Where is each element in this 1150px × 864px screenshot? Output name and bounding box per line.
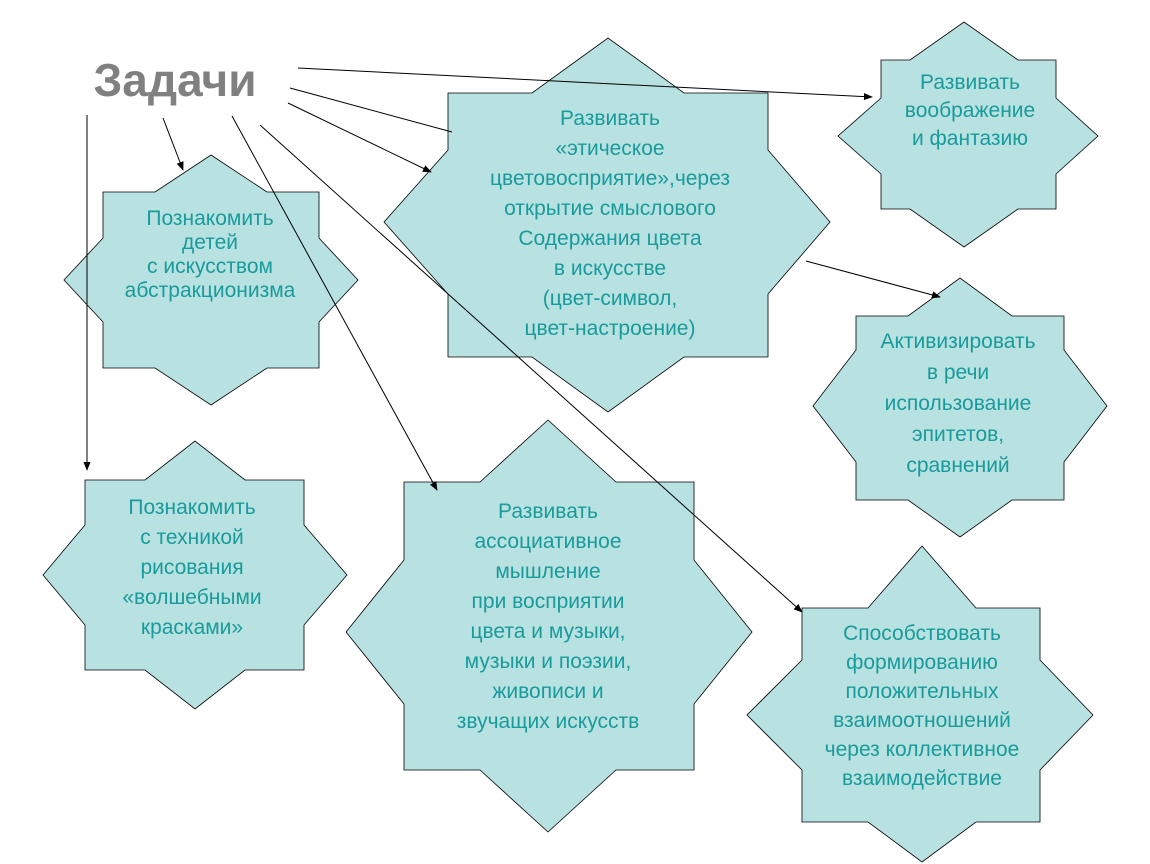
node-line: через коллективное [825,738,1020,761]
node-line: живописи и [492,680,603,703]
node-line: взаимодействие [842,767,1002,790]
arrow-to-associative-thinking [231,115,438,491]
node-line: мышление [495,560,600,583]
node-text-magic-paints: Познакомить с техникой рисования «волшебным… [122,496,261,639]
star-imagination [837,21,1099,248]
node-line: (цвет-символ, [543,287,677,310]
star-magic-paints [42,440,348,710]
node-line: детей [182,231,238,254]
arrow-to-imagination [297,67,873,101]
star-shape [345,419,753,833]
node-line: красками» [141,616,243,639]
star-associative-thinking [345,419,753,833]
node-line: «этическое [555,137,664,160]
node-line: воображение [905,99,1035,122]
node-line: эпитетов, [912,423,1004,446]
node-line: цветовосприятие»,через [490,167,730,190]
node-text-speech: Активизировать в речи использование эпитето… [880,330,1035,477]
star-shape [42,440,348,710]
star-shape [63,154,359,406]
node-line: «волшебными [122,586,261,609]
star-shape [383,37,831,413]
star-abstractionism [63,154,359,406]
node-line: Развивать [498,500,598,523]
node-line: Развивать [920,71,1020,94]
node-line: использование [885,392,1032,415]
node-line: открытие смыслового [504,197,716,220]
node-line: с техникой [140,526,244,549]
arrow-to-color-perception [287,102,432,173]
node-line: цвет-настроение) [525,317,696,340]
star-color-perception [383,37,831,413]
node-line: Способствовать [843,622,1001,645]
node-line: музыки и поэзии, [465,650,632,673]
node-line: Познакомить [146,207,273,230]
node-line: и фантазию [912,127,1028,150]
node-line: в искусстве [554,257,666,280]
arrows [83,67,941,613]
node-line: положительных [845,680,999,703]
node-line: Содержания цвета [518,227,702,250]
node-line: в речи [927,361,989,384]
node-text-imagination: Развивать воображение и фантазию [905,71,1035,150]
node-line: рисования [140,556,243,579]
node-line: Активизировать [880,330,1035,353]
node-line: цвета и музыки, [470,620,625,643]
star-speech [812,277,1108,538]
star-shape [812,277,1108,538]
node-line: Развивать [560,107,660,130]
node-text-relationships: Способствовать формированию положительных в… [825,622,1020,790]
diagram-title: Задачи [93,54,256,106]
node-text-associative-thinking: Развивать ассоциативное мышление при воспри… [457,500,639,733]
node-line: Познакомить [128,496,255,519]
node-line: формированию [846,651,998,674]
arrow-to-speech [805,260,941,299]
node-line: сравнений [906,454,1009,477]
node-line: абстракционизма [125,279,296,302]
star-shape [746,545,1094,863]
arrow-to-abstractionism [162,117,184,171]
node-line: с искусством [147,255,273,278]
arrow-to-relationships [259,124,803,613]
arrow-to-color-perception-upper [289,87,453,133]
node-line: ассоциативное [474,530,621,553]
node-text-color-perception: Развивать «этическое цветовосприятие»,чере… [490,107,730,340]
star-shape [837,21,1099,248]
node-line: звучащих искусств [457,710,639,733]
node-line: взаимоотношений [833,709,1011,732]
node-line: при восприятии [472,590,625,613]
star-relationships [746,545,1094,863]
